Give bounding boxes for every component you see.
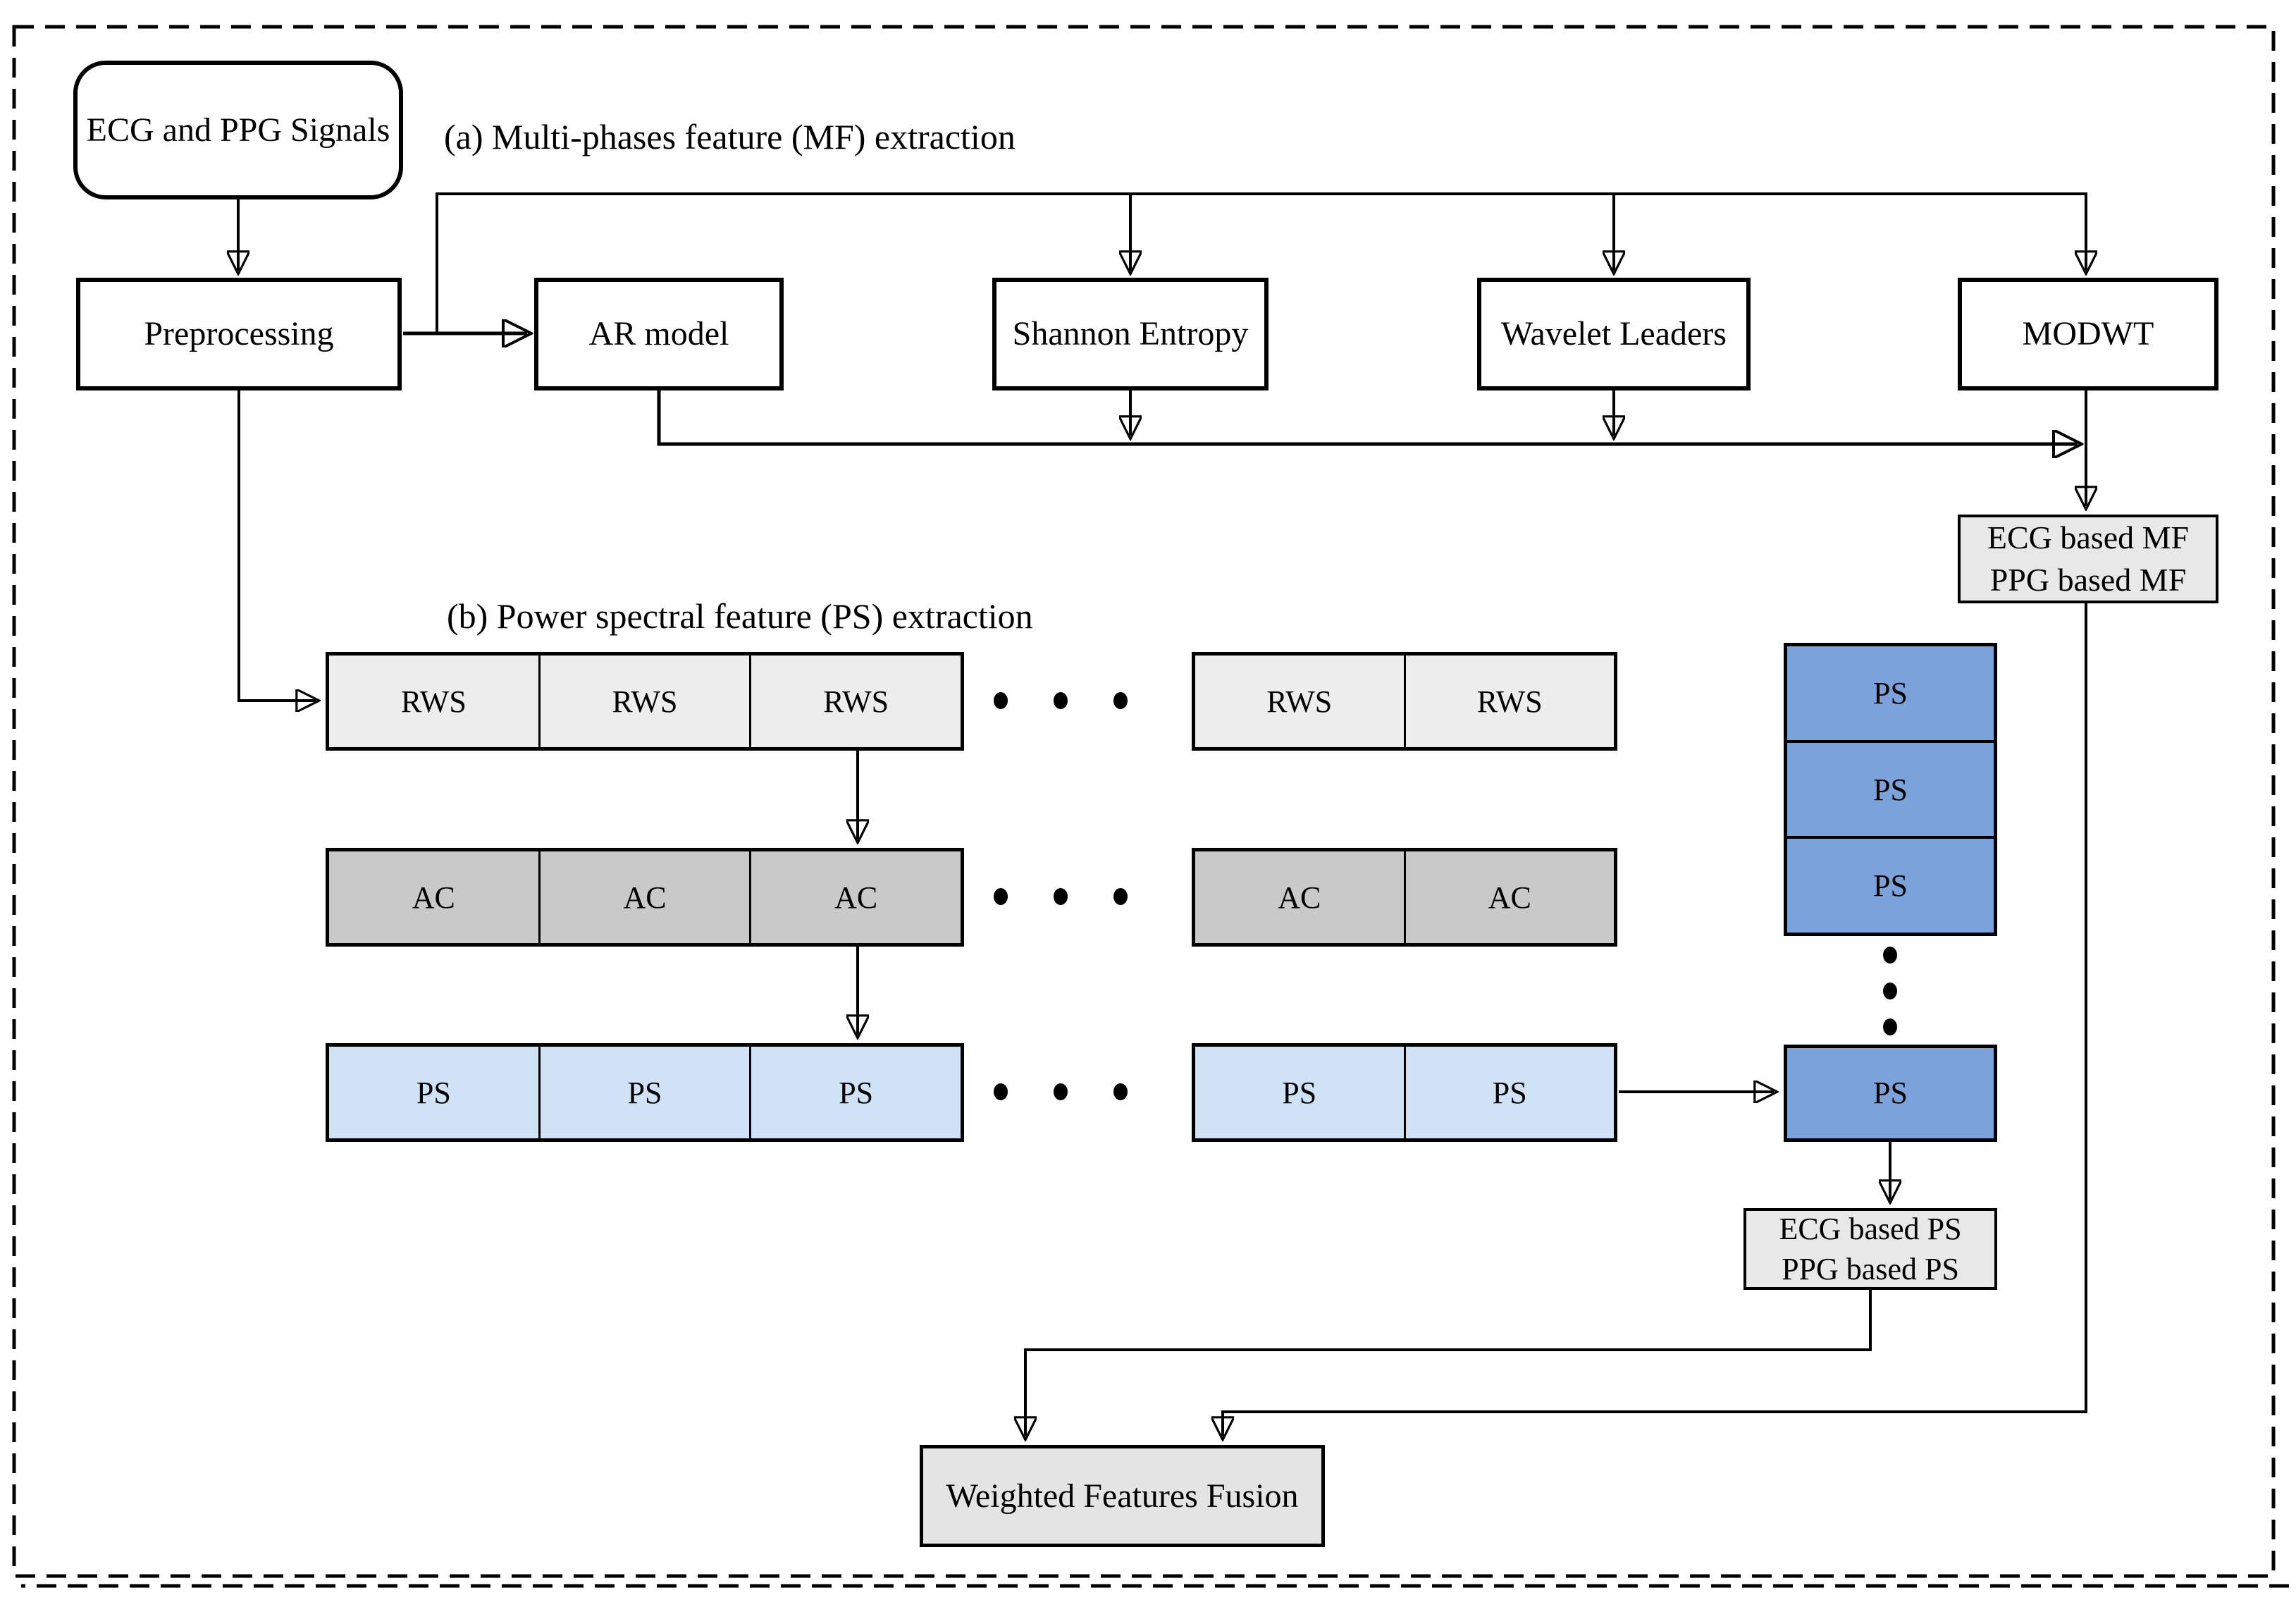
ps-cell: PS (538, 1047, 750, 1138)
line-ar-model-collector (657, 390, 2078, 444)
ellipsis-dot (1113, 692, 1128, 709)
rws-cell: RWS (1266, 684, 1333, 719)
ellipsis-dot-vertical (1883, 947, 1897, 964)
ac-cell: AC (412, 880, 455, 915)
ps-cell: PS (1403, 1047, 1615, 1138)
section-a-title: (a) Multi-phases feature (MF) extraction (444, 117, 1016, 156)
rws-row-group2: RWS RWS (1192, 652, 1617, 751)
arrow-preprocessing-to-rws-row (237, 390, 316, 701)
ps-row-group2: PS PS (1192, 1043, 1617, 1142)
ps-stack-bottom-cell: PS (1784, 1045, 1997, 1142)
node-preprocessing: Preprocessing (76, 278, 402, 390)
rws-cell: RWS (400, 684, 467, 719)
ellipsis-dot (1113, 888, 1128, 905)
ps-cell: PS (749, 1047, 961, 1138)
node-shannon-entropy: Shannon Entropy (992, 278, 1269, 390)
ac-cell: AC (1278, 880, 1321, 915)
ellipsis-dot (994, 692, 1008, 709)
ac-row-group2: AC AC (1192, 848, 1617, 947)
ps-stack-cell: PS (1787, 836, 1994, 933)
ecg-based-ps-line1: ECG based PS (1779, 1211, 1962, 1246)
node-wavelet-leaders: Wavelet Leaders (1477, 278, 1751, 390)
ps-stack-cell: PS (1873, 675, 1908, 710)
ps-stack-cell: PS (1787, 739, 1994, 837)
ellipsis-dot (994, 1083, 1008, 1100)
line-ecg-based-ps-to-fusion (1025, 1290, 1872, 1436)
ellipsis-dot (1054, 888, 1068, 905)
rws-cell: RWS (749, 656, 961, 747)
node-ecg-ppg-signals: ECG and PPG Signals (73, 61, 403, 199)
ac-row-group1: AC AC AC (326, 848, 964, 947)
ppg-based-mf-line2: PPG based MF (1989, 562, 2187, 598)
rws-cell: RWS (1403, 656, 1615, 747)
section-b-title: (b) Power spectral feature (PS) extracti… (447, 596, 1033, 636)
node-modwt: MODWT (1958, 278, 2218, 390)
ellipsis-dot (1113, 1083, 1128, 1100)
node-ar-model: AR model (534, 278, 784, 390)
rws-row-group1: RWS RWS RWS (326, 652, 964, 751)
ecg-based-mf-line1: ECG based MF (1987, 519, 2190, 556)
node-ecg-based-ps: ECG based PS PPG based PS (1743, 1208, 1997, 1290)
ellipsis-dot-vertical (1883, 1019, 1897, 1035)
ac-cell: AC (749, 851, 961, 943)
ellipsis-dot (994, 888, 1008, 905)
ps-cell: PS (416, 1075, 451, 1110)
rws-cell: RWS (538, 656, 750, 747)
ps-row-group1: PS PS PS (326, 1043, 964, 1142)
ellipsis-dot (1054, 1083, 1068, 1100)
ps-cell: PS (1282, 1075, 1317, 1110)
ppg-based-ps-line2: PPG based PS (1782, 1252, 1959, 1286)
ac-cell: AC (1403, 851, 1615, 943)
node-ecg-based-mf: ECG based MF PPG based MF (1958, 515, 2218, 603)
ps-stack-top-group: PS PS PS (1784, 643, 1997, 936)
ellipsis-dot-vertical (1883, 983, 1897, 999)
ac-cell: AC (538, 851, 750, 943)
ellipsis-dot (1054, 692, 1068, 709)
node-weighted-features-fusion: Weighted Features Fusion (920, 1445, 1325, 1547)
